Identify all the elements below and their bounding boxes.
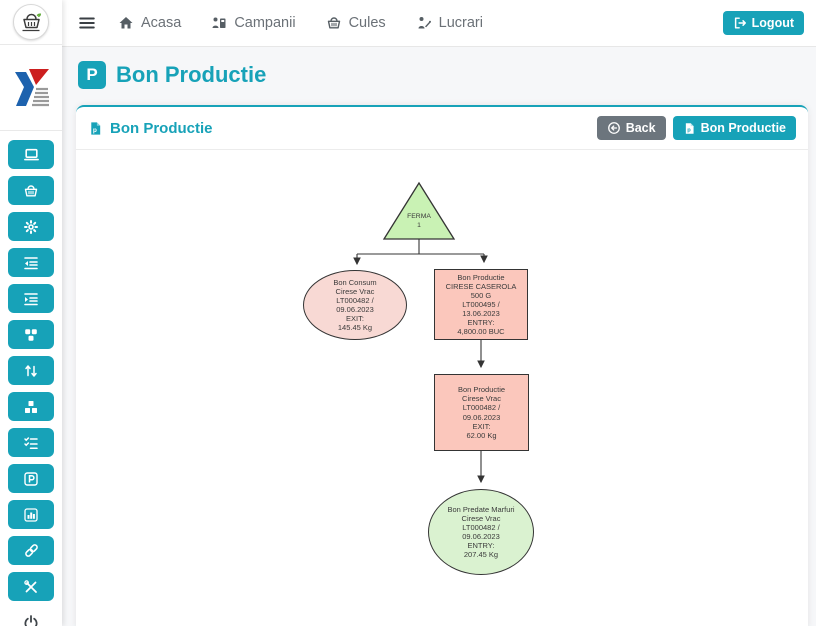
document-icon: p	[685, 122, 694, 134]
sidebar-button-transfers[interactable]	[8, 356, 54, 385]
basket-icon	[327, 17, 340, 29]
card-actions: Back p Bon Productie	[596, 116, 796, 140]
node-ferma-label: FERMA 1	[407, 213, 431, 229]
checklist-icon	[24, 436, 38, 449]
home-icon	[119, 17, 133, 29]
nav-item-label: Cules	[348, 15, 386, 31]
card-body: FERMA 1 Bon Consum Cirese Vrac LT000482 …	[76, 150, 808, 626]
sidebar-button-products[interactable]	[8, 392, 54, 421]
back-button[interactable]: Back	[596, 116, 666, 140]
bon-productie-button[interactable]: p Bon Productie	[672, 116, 796, 140]
node-bon-productie-caserola: Bon Productie CIRESE CASEROLA 500 G LT00…	[434, 269, 528, 340]
nav-item-label: Lucrari	[438, 15, 483, 31]
sidebar-toggle-button[interactable]	[78, 14, 96, 32]
dice-icon	[25, 328, 37, 341]
sidebar-button-monitor[interactable]	[8, 140, 54, 169]
logout-icon	[734, 17, 746, 29]
sidebar-button-settings[interactable]	[8, 212, 54, 241]
sidebar-button-indent[interactable]	[8, 284, 54, 313]
brand-logo[interactable]	[0, 0, 62, 45]
basket-logo-icon	[13, 4, 49, 40]
power-button[interactable]	[8, 610, 54, 626]
gear-icon	[24, 219, 38, 234]
diagram-edges-and-triangle	[353, 181, 488, 484]
sidebar-button-tools[interactable]	[8, 572, 54, 601]
svg-text:p: p	[93, 126, 97, 133]
card-title: Bon Productie	[110, 119, 213, 137]
monitor-icon	[23, 148, 39, 161]
bon-productie-label: Bon Productie	[700, 121, 786, 135]
production-flow-diagram: FERMA 1 Bon Consum Cirese Vrac LT000482 …	[76, 150, 808, 626]
logout-button[interactable]: Logout	[722, 11, 804, 35]
node-bon-productie-vrac: Bon Productie Cirese Vrac LT000482 / 09.…	[434, 374, 529, 451]
node-bon-consum: Bon Consum Cirese Vrac LT000482 / 09.06.…	[303, 270, 407, 340]
campaign-icon	[212, 17, 226, 28]
sidebar-button-outdent[interactable]	[8, 248, 54, 277]
bon-productie-card: p Bon Productie Back	[76, 105, 808, 626]
back-circle-icon	[607, 122, 620, 134]
link-icon	[24, 544, 38, 557]
card-header: p Bon Productie Back	[76, 107, 808, 150]
top-navbar: Acasa Campanii Cules	[62, 0, 816, 47]
outdent-icon	[24, 256, 38, 269]
nav-item-label: Campanii	[234, 15, 296, 31]
sidebar-menu	[0, 131, 62, 626]
worker-icon	[418, 17, 431, 29]
logout-label: Logout	[751, 16, 794, 30]
company-y-logo	[0, 45, 62, 131]
document-icon: p	[91, 121, 101, 135]
sidebar-button-bon-productie[interactable]	[8, 464, 54, 493]
nav-item-cules[interactable]: Cules	[326, 15, 386, 31]
sidebar-button-tasks[interactable]	[8, 428, 54, 457]
bar-chart-icon	[24, 507, 38, 522]
main-content: P Bon Productie p Bon Productie	[62, 47, 816, 626]
p-badge-icon: P	[78, 61, 106, 89]
hamburger-icon	[79, 17, 95, 29]
power-icon	[24, 615, 38, 626]
svg-text:p: p	[687, 127, 691, 133]
boxes-icon	[25, 400, 37, 413]
nav-item-lucrari[interactable]: Lucrari	[416, 15, 483, 31]
sidebar-button-dice[interactable]	[8, 320, 54, 349]
page-title: Bon Productie	[116, 62, 267, 87]
nav-items: Acasa Campanii Cules	[118, 15, 483, 31]
basket-icon	[24, 184, 38, 196]
swap-vertical-icon	[25, 364, 37, 377]
nav-item-acasa[interactable]: Acasa	[118, 15, 181, 31]
sidebar-button-basket[interactable]	[8, 176, 54, 205]
node-bon-predate-marfuri: Bon Predate Marfuri Cirese Vrac LT000482…	[428, 489, 534, 575]
nav-item-campanii[interactable]: Campanii	[211, 15, 296, 31]
back-label: Back	[625, 121, 656, 135]
parking-icon	[24, 471, 38, 486]
card-title-group: p Bon Productie	[88, 120, 213, 137]
nav-item-label: Acasa	[141, 15, 182, 31]
sidebar-button-links[interactable]	[8, 536, 54, 565]
page-header: P Bon Productie	[62, 47, 816, 101]
indent-icon	[24, 292, 38, 305]
tools-icon	[24, 579, 37, 593]
sidebar	[0, 0, 62, 626]
sidebar-button-reports[interactable]	[8, 500, 54, 529]
